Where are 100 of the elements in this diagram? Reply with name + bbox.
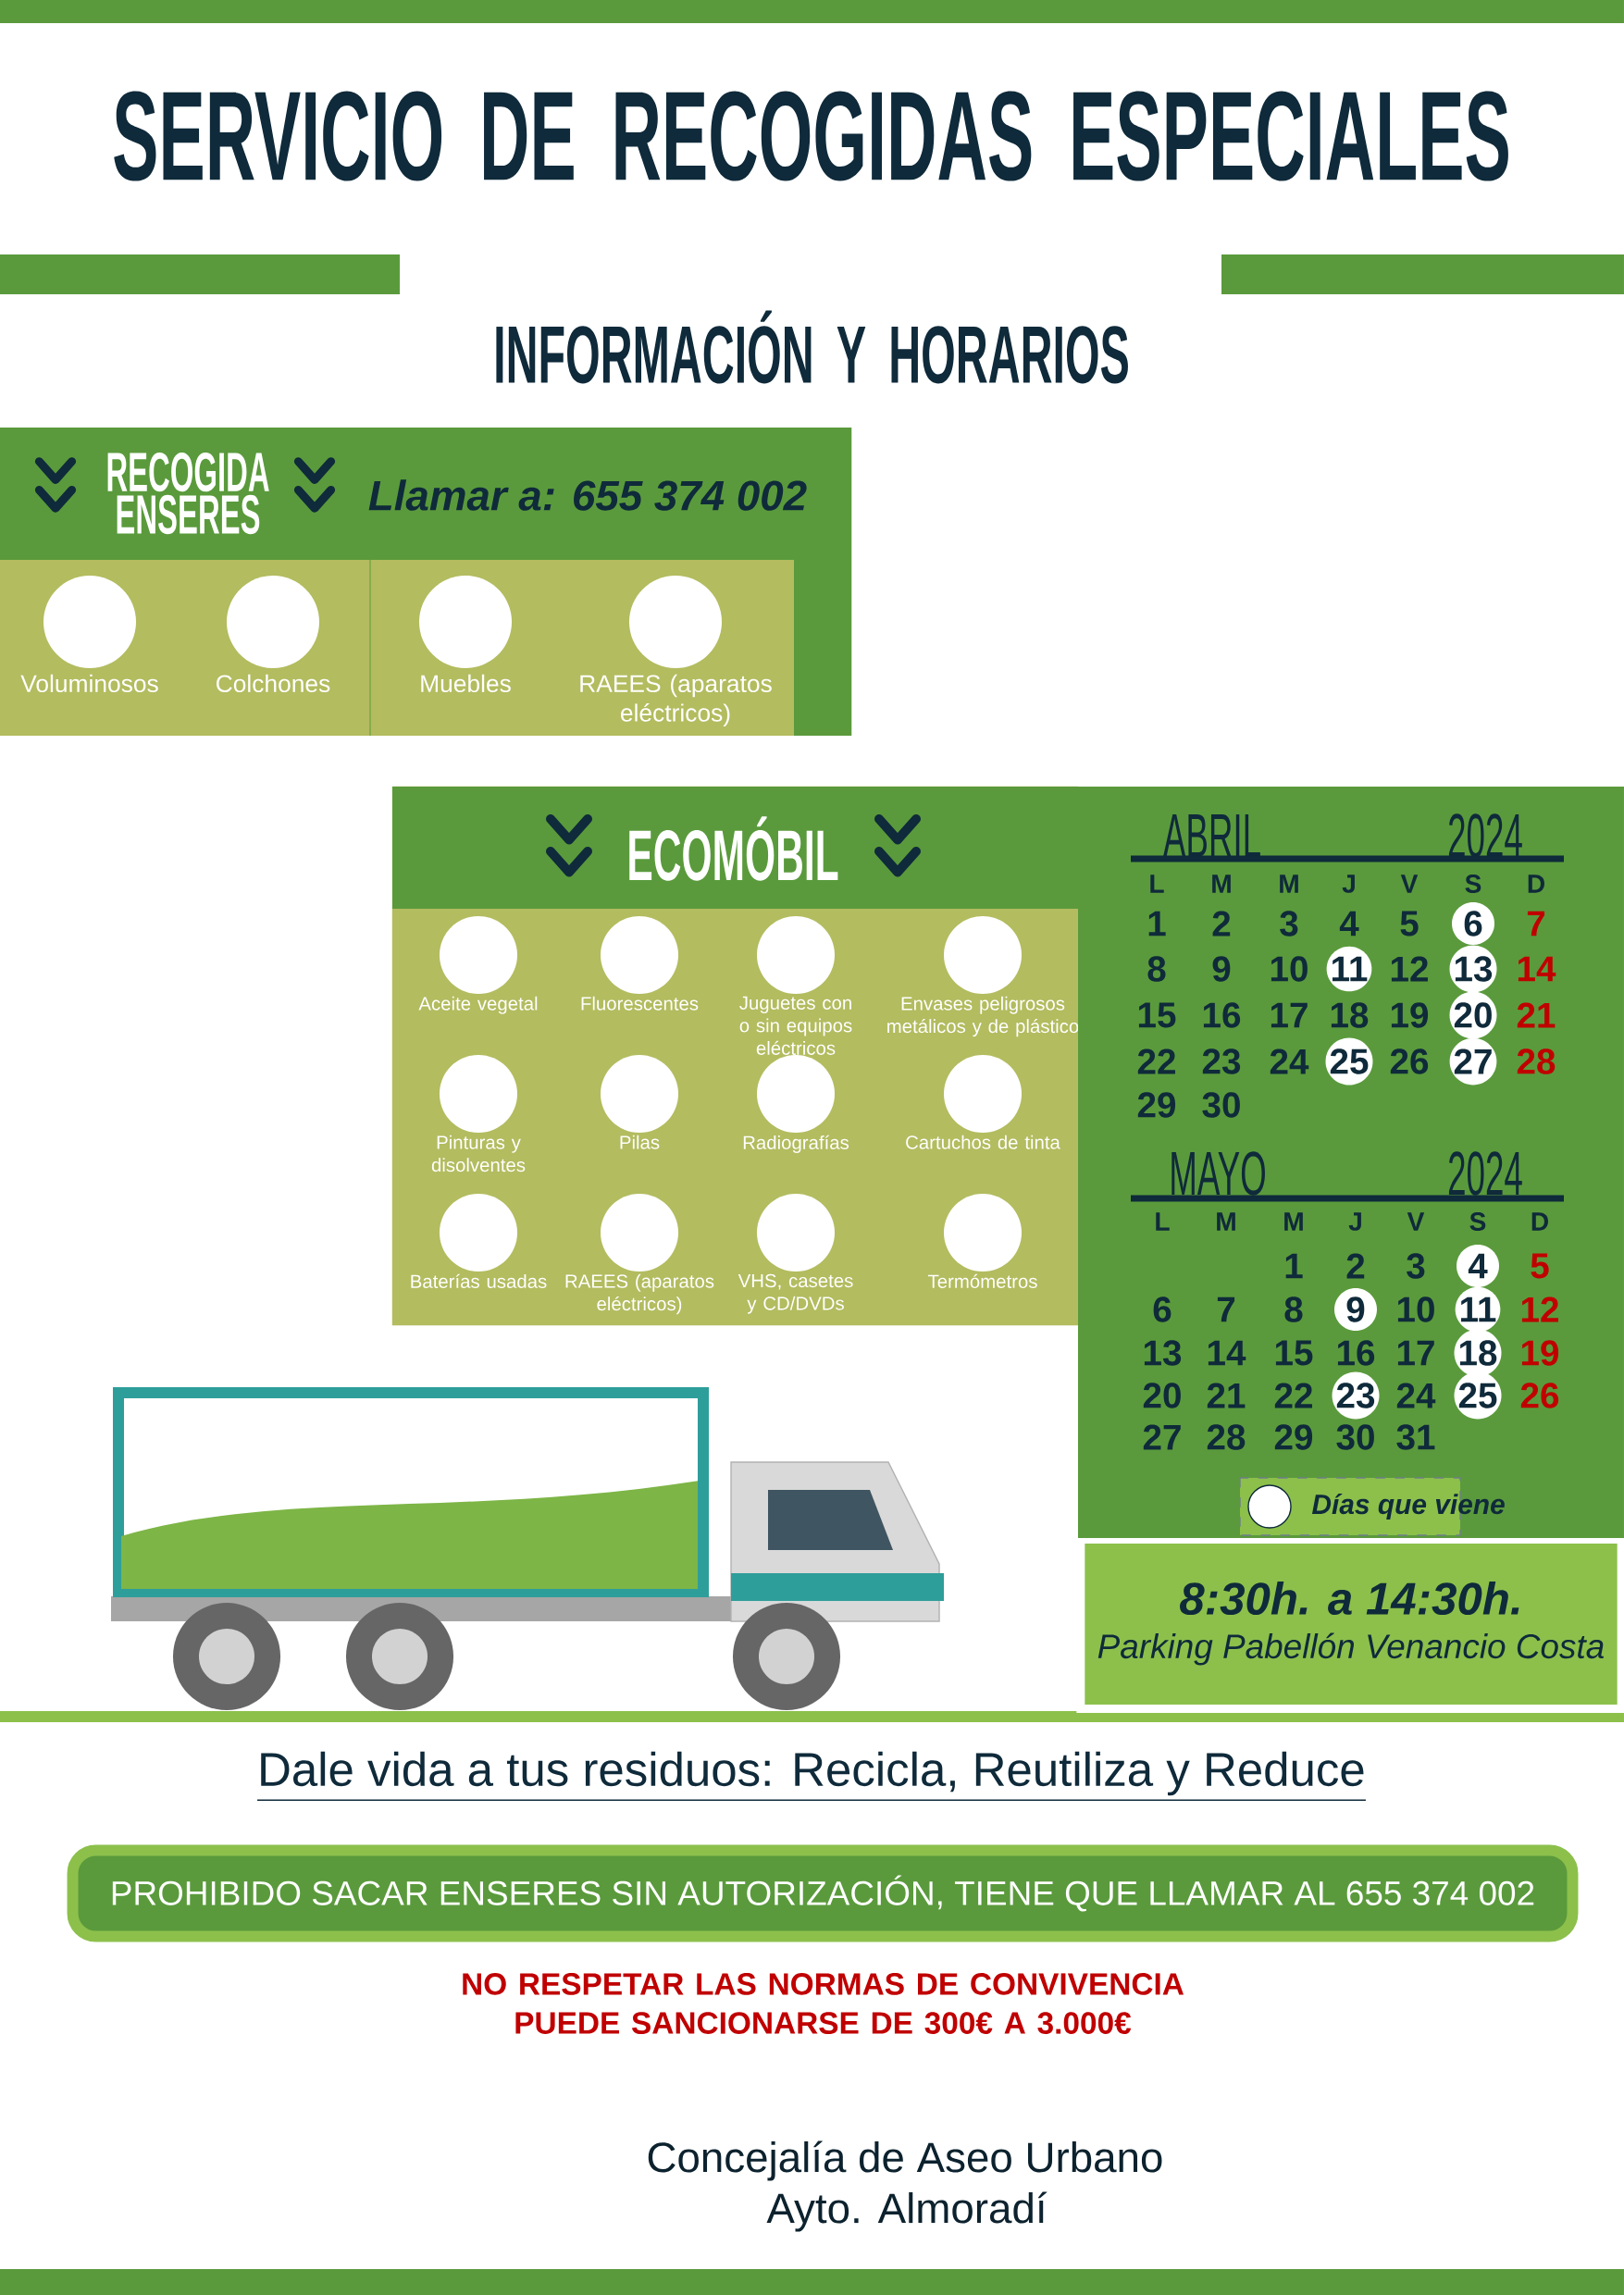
node-label: Aceite vegetal	[418, 996, 538, 1014]
calendar-date: 27	[1143, 1424, 1181, 1450]
weekday-letter: J	[1348, 1212, 1361, 1231]
circled-date: 18	[1454, 1329, 1502, 1377]
year: 2024	[1448, 813, 1522, 858]
calendar-date: 2	[1212, 911, 1231, 937]
circled-date: 25	[1454, 1371, 1502, 1420]
calendar-date: 4	[1339, 911, 1359, 937]
calendar-date: 15	[1275, 1340, 1313, 1366]
weekday-letter: D	[1531, 1212, 1548, 1231]
calendar-date: 31	[1396, 1424, 1435, 1450]
node-label: Pinturas y disolventes	[431, 1135, 526, 1172]
calendar-date: 13	[1144, 1340, 1182, 1366]
node-label: Envases peligrosos metálicos y de plástico	[887, 996, 1079, 1037]
calendar-date: 6	[1153, 1296, 1172, 1322]
node-label: Muebles	[421, 674, 511, 693]
calendar-date: 7	[1527, 911, 1545, 937]
calendar-date: 19	[1391, 1002, 1429, 1028]
calendar-date: 22	[1274, 1383, 1312, 1408]
warning-text: NO RESPETAR LAS NORMAS DE CONVIVENCIA PUEDE SANCIONARSE DE 300€ A 3.000€	[463, 1973, 1184, 2034]
calendar-date: 1	[1285, 1253, 1303, 1279]
weekday-letter: D	[1528, 875, 1544, 893]
phone-number: Llamar a: 655 374 002	[368, 479, 807, 511]
calendar-date: 3	[1280, 911, 1298, 937]
calendar-date: 16	[1337, 1340, 1375, 1366]
circled-date: 27	[1449, 1037, 1497, 1085]
node-label: Juguetes con o sin equipos eléctricos	[739, 996, 852, 1055]
calendar-date: 28	[1517, 1048, 1556, 1074]
year: 2024	[1448, 1151, 1522, 1196]
subtitle: INFORMACIÓN Y HORARIOS	[496, 310, 1128, 384]
calendar-date: 21	[1517, 1002, 1556, 1028]
department-name: Ayto. Almoradí	[766, 2191, 1048, 2232]
department-name: Concejalía de Aseo Urbano	[648, 2140, 1162, 2181]
weekday-letter: M	[1217, 1212, 1235, 1231]
calendar-date: 15	[1138, 1002, 1176, 1028]
weekday-letter: V	[1407, 1212, 1425, 1231]
calendar-date: 9	[1212, 956, 1231, 982]
calendar-date: 16	[1203, 1002, 1241, 1028]
calendar-date: 19	[1521, 1340, 1559, 1366]
slogan: Dale vida a tus residuos: Recicla, Reutiliza y Reduce	[256, 1751, 1367, 1801]
circled-date: 13	[1449, 945, 1497, 993]
circled-date: 9	[1334, 1288, 1377, 1332]
node-label: Colchones	[217, 674, 330, 693]
node-label: Radiografías	[743, 1135, 849, 1153]
calendar-date: 3	[1407, 1253, 1425, 1279]
calendar-date: 7	[1217, 1296, 1235, 1322]
calendar-date: 30	[1336, 1424, 1374, 1450]
notice-box: PROHIBIDO SACAR ENSERES SIN AUTORIZACIÓN, TIENE QUE LLAMAR AL 655 374 002	[67, 1844, 1579, 1942]
circled-date: 23	[1332, 1371, 1380, 1420]
node-label: RAEES (aparatos eléctricos)	[580, 674, 772, 726]
calendar-date: 29	[1274, 1424, 1313, 1450]
calendar-date: 26	[1390, 1048, 1429, 1074]
info-box: 8:30h. a 14:30h. Parking Pabellón Venancio Costa	[1076, 1534, 1624, 1714]
circled-date: 11	[1326, 946, 1372, 992]
weekday-letter: V	[1400, 875, 1419, 893]
node-label: Pilas	[620, 1135, 660, 1149]
calendar-date: 21	[1207, 1383, 1246, 1408]
calendar-date: 29	[1137, 1092, 1176, 1118]
node-label: Voluminosos	[20, 674, 158, 693]
calendar-date: 8	[1147, 956, 1166, 982]
calendar-date: 10	[1397, 1296, 1434, 1322]
calendar-date: 12	[1521, 1296, 1558, 1322]
calendar-date: 5	[1400, 911, 1419, 937]
circled-date: 4	[1457, 1245, 1500, 1288]
weekday-letter: J	[1342, 875, 1355, 893]
circled-date: 20	[1449, 991, 1497, 1039]
calendar-date: 17	[1271, 1002, 1308, 1028]
calendar-date: 10	[1271, 956, 1308, 982]
calendar-date: 24	[1270, 1048, 1309, 1074]
calendar-date: 8	[1284, 1296, 1303, 1322]
calendar-date: 5	[1531, 1253, 1549, 1279]
weekday-letter: L	[1156, 1212, 1170, 1231]
calendar-date: 24	[1396, 1383, 1436, 1408]
calendar-date: 2	[1346, 1253, 1365, 1279]
calendar-date: 14	[1518, 956, 1556, 982]
circled-date: 25	[1325, 1037, 1373, 1085]
calendar-date: 30	[1202, 1092, 1240, 1118]
calendar-date: 26	[1520, 1383, 1559, 1408]
circled-date: 6	[1452, 902, 1495, 946]
legend-box: Días que viene	[1239, 1477, 1505, 1536]
node-label: Fluorescentes	[581, 996, 699, 1011]
circled-date: 11	[1455, 1286, 1501, 1333]
weekday-letter: M	[1280, 875, 1298, 893]
calendar-date: 1	[1148, 911, 1166, 937]
month-name: MAYO	[1172, 1151, 1265, 1196]
weekday-letter: L	[1150, 875, 1164, 893]
weekday-letter: S	[1465, 875, 1481, 893]
calendar-date: 18	[1331, 1002, 1369, 1028]
calendar-date: 20	[1143, 1383, 1181, 1408]
node-label: Baterías usadas	[411, 1273, 547, 1288]
calendar-date: 17	[1397, 1340, 1434, 1366]
calendar-date: 12	[1391, 956, 1428, 982]
node-label: VHS, casetes y CD/DVDs	[738, 1273, 853, 1314]
panel-heading: ECOMÓBIL	[629, 816, 838, 881]
calendar-date: 23	[1202, 1048, 1241, 1074]
weekday-letter: M	[1284, 1212, 1303, 1231]
month-name: ABRIL	[1162, 814, 1260, 857]
calendar-date: 14	[1208, 1340, 1246, 1366]
calendar-date: 22	[1137, 1048, 1175, 1074]
title: SERVICIO DE RECOGIDAS ESPECIALES	[114, 91, 1508, 181]
